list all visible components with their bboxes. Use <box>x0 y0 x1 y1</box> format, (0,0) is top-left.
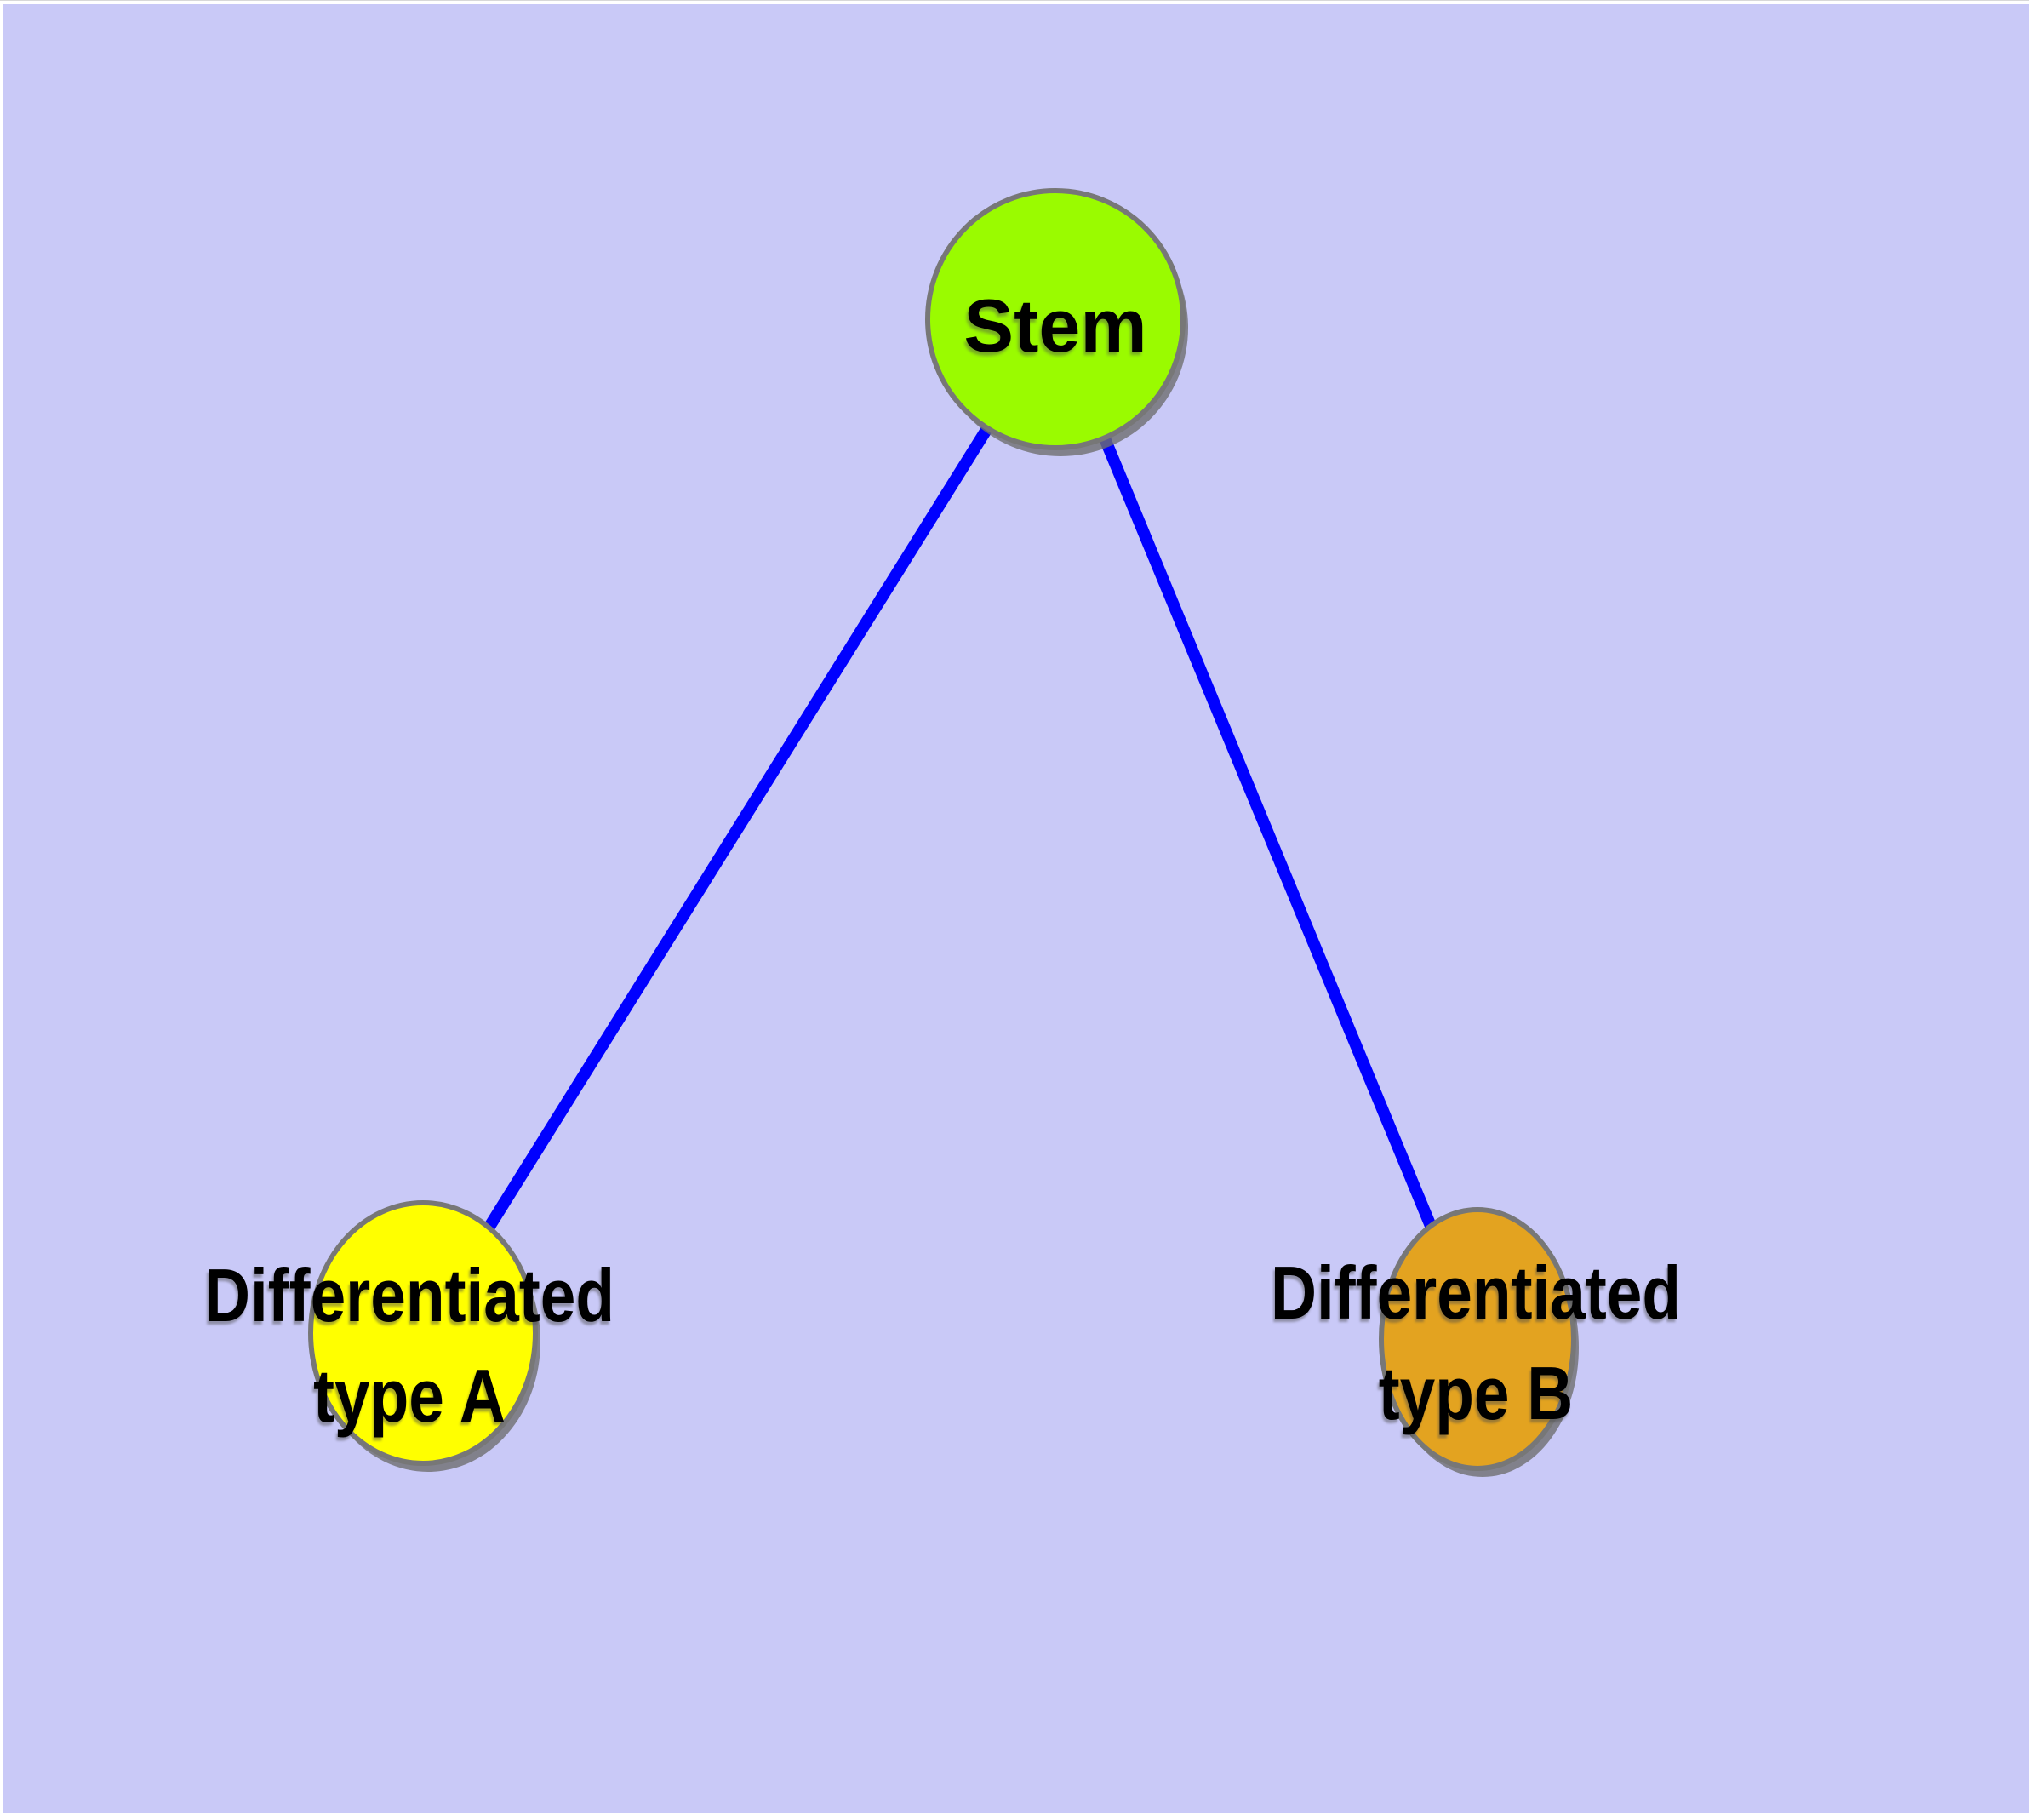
graph-canvas: Stem Differentiated type A Differentiate… <box>3 4 2029 1813</box>
edge-stem-to-type-a <box>418 316 1060 1336</box>
edge-stem-to-type-b <box>1049 317 1483 1342</box>
graph-svg <box>308 188 1579 1477</box>
node-type-a-ellipse <box>308 1200 538 1466</box>
node-type-b-ellipse <box>1379 1207 1576 1471</box>
node-stem-ellipse <box>925 188 1186 450</box>
